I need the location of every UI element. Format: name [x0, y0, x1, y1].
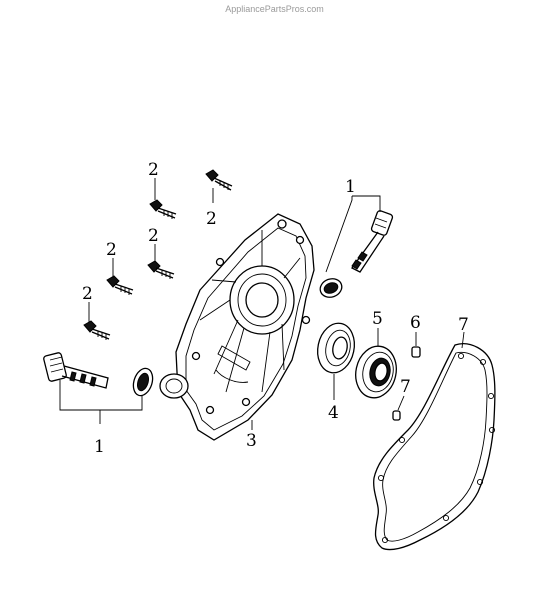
o-ring-left	[132, 367, 154, 397]
watermark: AppliancePartsPros.com	[225, 4, 324, 14]
callout-oil-seal: 4	[328, 403, 339, 423]
bolt-bottom-left	[83, 320, 111, 340]
gasket	[373, 343, 496, 551]
callout-bolt-e: 2	[82, 284, 93, 304]
pin	[392, 410, 401, 421]
callout-dipstick-left: 1	[94, 437, 105, 457]
dipstick-right	[351, 210, 394, 273]
callout-gasket: 7	[458, 315, 469, 335]
dipstick-left	[43, 352, 109, 389]
callout-bearing: 5	[372, 309, 383, 329]
bearing	[355, 345, 397, 399]
leader-lines	[59, 178, 465, 430]
dowel-pin	[411, 346, 421, 358]
callout-dipstick-right: 1	[345, 177, 356, 197]
callout-bolt-b: 2	[206, 209, 217, 229]
callout-bolt-d: 2	[106, 240, 117, 260]
o-ring-right	[319, 278, 343, 298]
callout-bolt-a: 2	[148, 160, 159, 180]
bolt-top-left	[149, 199, 177, 219]
bolt-left	[106, 275, 134, 295]
callout-dowel-pin: 6	[410, 313, 421, 333]
crankcase-cover	[159, 213, 315, 441]
callout-pin: 7	[400, 377, 411, 397]
bolt-top-right	[205, 169, 233, 191]
callout-bolt-c: 2	[148, 226, 159, 246]
bolt-middle	[147, 260, 175, 279]
oil-seal	[316, 322, 356, 374]
callout-crankcase-cover: 3	[246, 431, 257, 451]
